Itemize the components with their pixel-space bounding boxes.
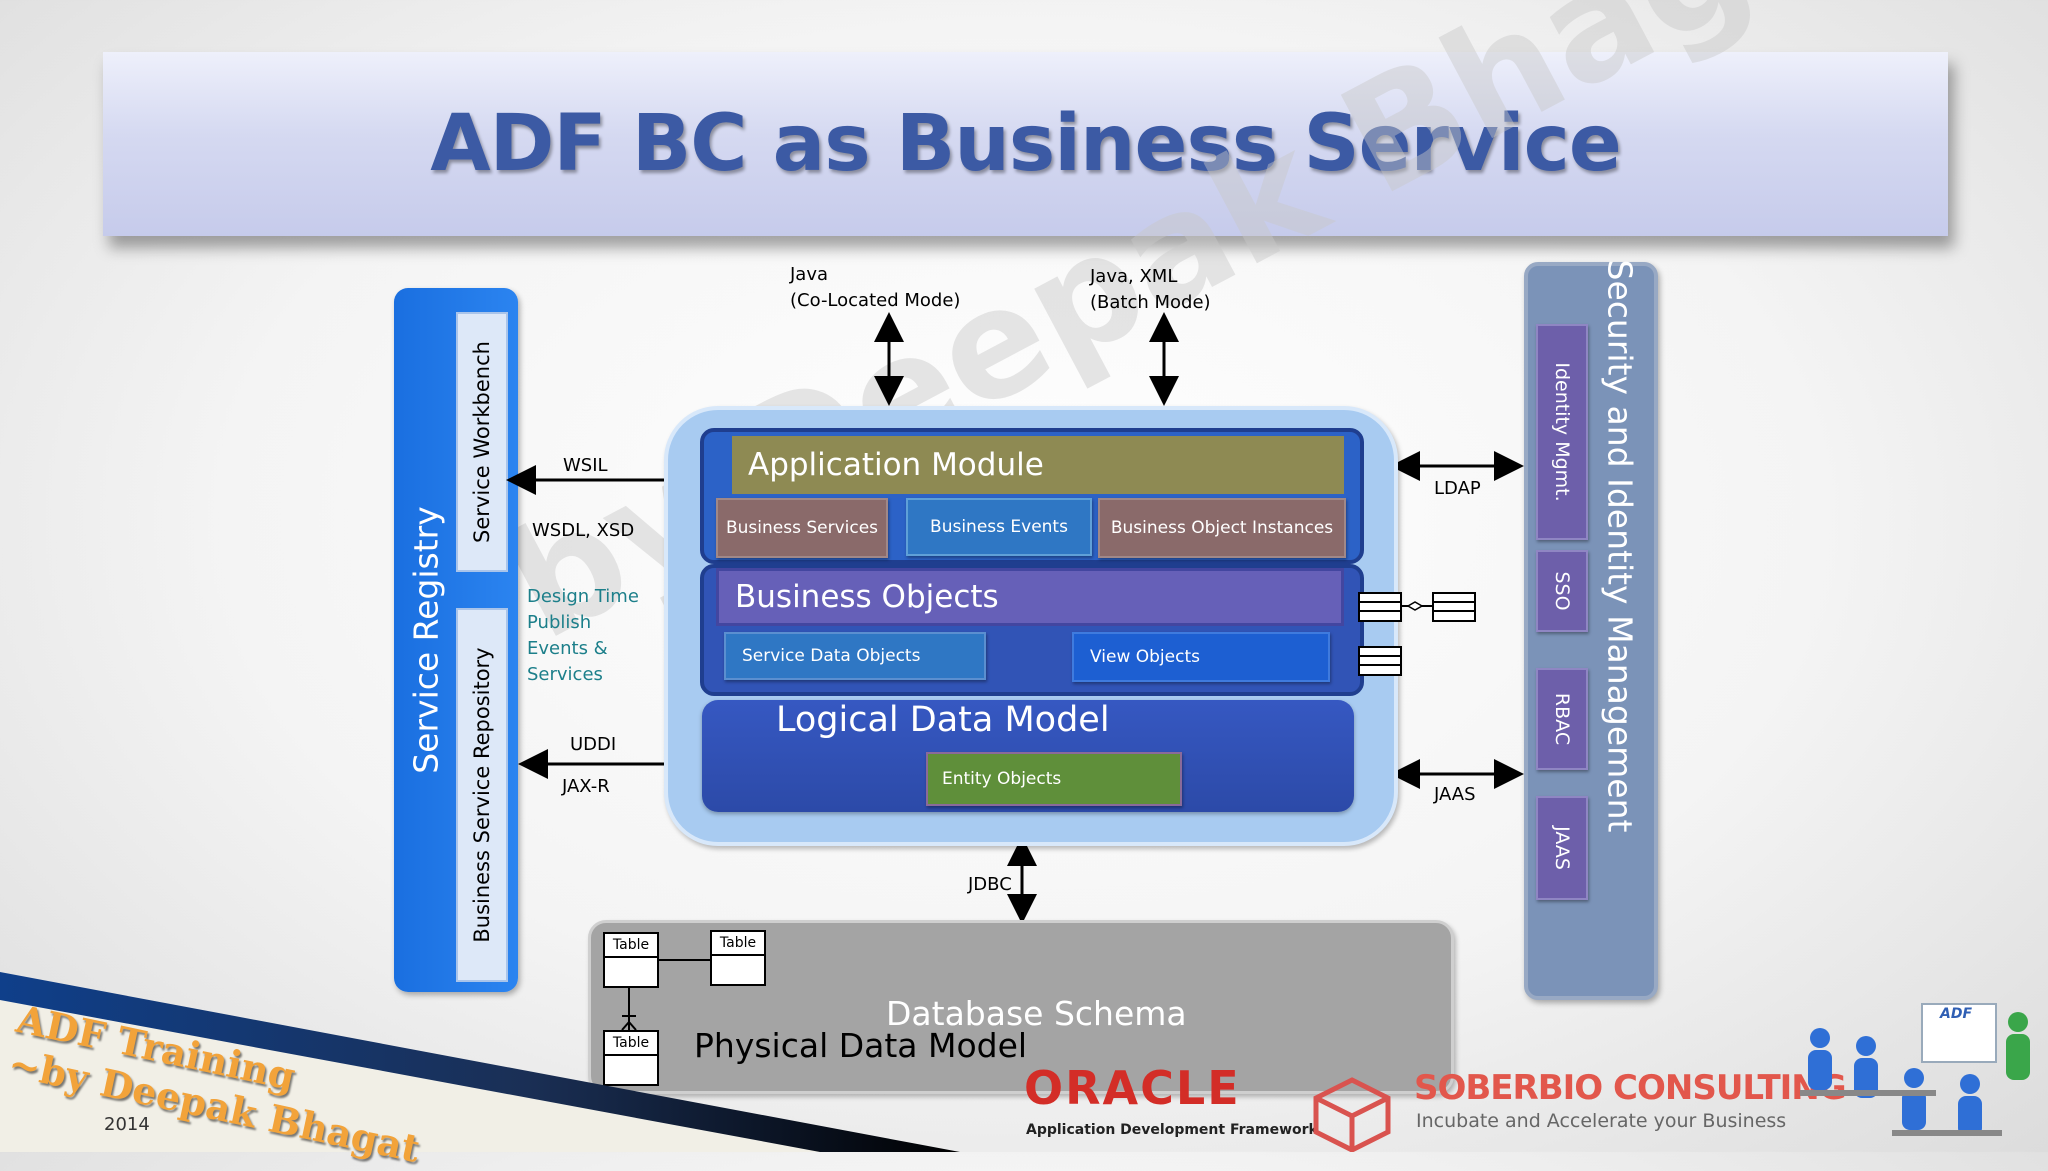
business-objects-header: Business Objects — [716, 568, 1344, 626]
jaas-label: JAAS — [1434, 784, 1476, 805]
table-relations — [621, 959, 710, 1031]
entity-objects-item: Entity Objects — [926, 752, 1182, 806]
classroom-figures-icon — [1800, 1003, 2030, 1136]
soberbio-logo-title: SOBERBIO CONSULTING — [1414, 1068, 1847, 1108]
training-year: 2014 — [104, 1114, 150, 1135]
business-services-item: Business Services — [716, 498, 888, 558]
uddi-label: UDDI — [570, 734, 617, 755]
sso-item: SSO — [1536, 550, 1588, 632]
business-service-repository-box: Business Service Repository — [456, 608, 508, 982]
training-ribbon — [0, 972, 960, 1152]
adf-badge: ADF — [1940, 1006, 1973, 1022]
logical-data-model-header: Logical Data Model — [776, 700, 1110, 740]
rbac-item: RBAC — [1536, 668, 1588, 770]
java-xml-label: Java, XML(Batch Mode) — [1090, 266, 1211, 313]
uml-relations — [1400, 601, 1434, 611]
table-icon: Table — [603, 1030, 659, 1086]
wsil-label: WSIL — [563, 455, 608, 476]
application-module-header: Application Module — [732, 436, 1344, 494]
business-events-item: Business Events — [906, 498, 1092, 556]
service-workbench-box: Service Workbench — [456, 312, 508, 572]
page-title: ADF BC as Business Service — [430, 99, 1621, 189]
database-schema-label: Database Schema — [886, 994, 1187, 1033]
soberbio-logo-icon — [1313, 1077, 1391, 1152]
java-label: Java(Co-Located Mode) — [790, 264, 961, 311]
design-time-label: Design Time Publish Events & Services — [527, 586, 639, 685]
table-icon: Table — [710, 930, 766, 986]
jaas-item: JAAS — [1536, 796, 1588, 900]
view-objects-item: View Objects — [1072, 632, 1330, 682]
business-object-instances-item: Business Object Instances — [1098, 498, 1346, 558]
uml-class-icon — [1358, 646, 1402, 676]
soberbio-logo-subtitle: Incubate and Accelerate your Business — [1416, 1110, 1787, 1132]
uml-class-icon — [1432, 592, 1476, 622]
uml-class-icon — [1358, 592, 1402, 622]
identity-mgmt-item: Identity Mgmt. — [1536, 324, 1588, 540]
physical-data-model-label: Physical Data Model — [694, 1026, 1028, 1065]
oracle-logo-subtitle: Application Development Framework — [1026, 1122, 1318, 1138]
jax-r-label: JAX-R — [562, 776, 610, 797]
service-data-objects-item: Service Data Objects — [724, 632, 986, 680]
title-banner — [103, 52, 1948, 236]
oracle-logo: ORACLE — [1024, 1068, 1241, 1112]
wsdl-xsd-label: WSDL, XSD — [532, 520, 635, 541]
ldap-label: LDAP — [1434, 478, 1481, 499]
jdbc-label: JDBC — [968, 874, 1012, 895]
